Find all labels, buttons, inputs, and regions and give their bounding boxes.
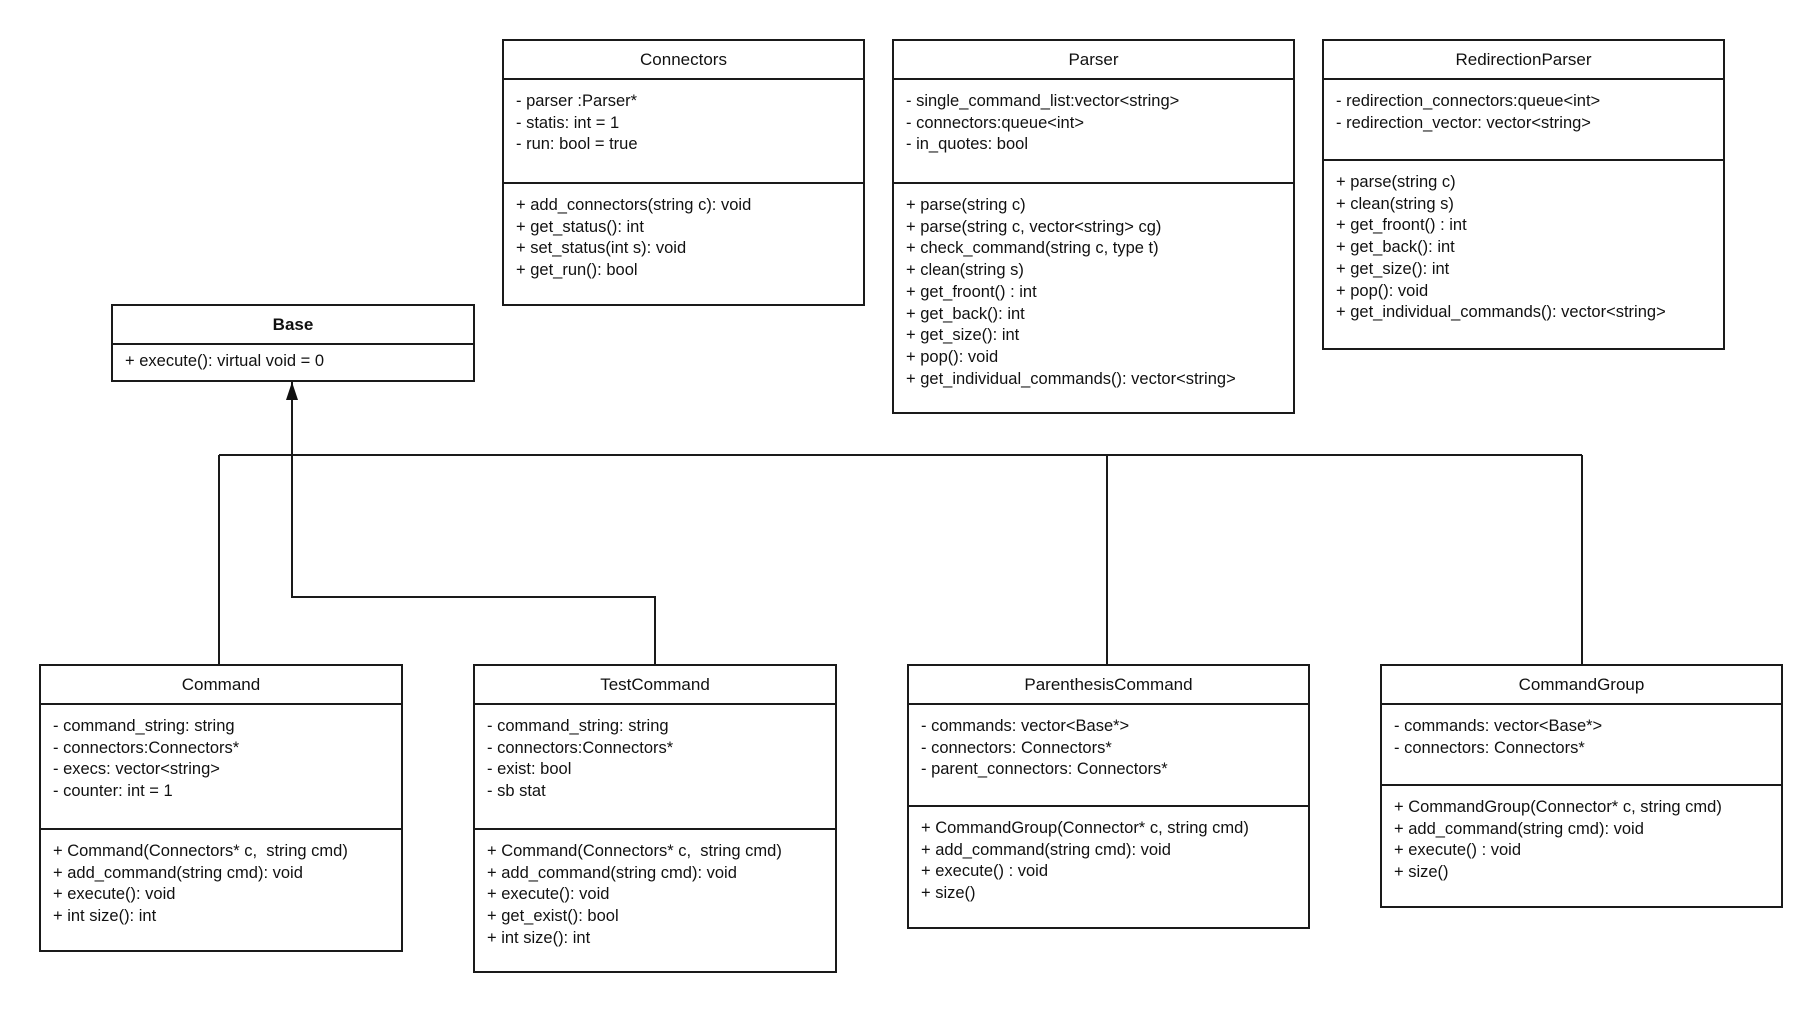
method: + clean(string s) bbox=[906, 261, 1024, 280]
method: + get_run(): bool bbox=[516, 261, 638, 280]
testcommand-inherit-line bbox=[291, 382, 656, 664]
method: + int size(): int bbox=[53, 907, 157, 926]
method: + parse(string c) bbox=[906, 196, 1026, 214]
method: + get_size(): int bbox=[1336, 259, 1450, 278]
method: + Command(Connectors* c, string cmd) bbox=[487, 842, 782, 860]
method: + get_froont() : int bbox=[1336, 216, 1467, 235]
attribute: - connectors:Connectors* bbox=[53, 738, 240, 757]
attributes-section: - parser :Parser* - statis: int = 1 - ru… bbox=[504, 80, 863, 184]
method: + add_connectors(string c): void bbox=[516, 196, 752, 214]
class-name: CommandGroup bbox=[1382, 666, 1781, 705]
attribute: - command_string: string bbox=[487, 717, 669, 735]
method: + int size(): int bbox=[487, 928, 591, 947]
method: + get_froont() : int bbox=[906, 282, 1037, 301]
method: + pop(): void bbox=[906, 347, 999, 366]
class-parenthesis-command: ParenthesisCommand - commands: vector<Ba… bbox=[907, 664, 1310, 929]
method: + CommandGroup(Connector* c, string cmd) bbox=[1394, 798, 1722, 816]
class-name: Connectors bbox=[504, 41, 863, 80]
method: + get_exist(): bool bbox=[487, 907, 619, 926]
methods-section: + CommandGroup(Connector* c, string cmd)… bbox=[1382, 786, 1781, 884]
class-command: Command - command_string: string - conne… bbox=[39, 664, 403, 952]
method: + get_size(): int bbox=[906, 326, 1020, 345]
base-generalization-arrowhead bbox=[286, 382, 298, 400]
attributes-section: - command_string: string - connectors:Co… bbox=[41, 705, 401, 830]
attributes-section: - single_command_list:vector<string> - c… bbox=[894, 80, 1293, 184]
method: + get_individual_commands(): vector<stri… bbox=[1336, 303, 1666, 322]
method: + add_command(string cmd): void bbox=[921, 840, 1171, 859]
method: + add_command(string cmd): void bbox=[1394, 819, 1644, 838]
attribute: - command_string: string bbox=[53, 717, 235, 735]
attribute: - in_quotes: bool bbox=[906, 135, 1029, 154]
method: + parse(string c, vector<string> cg) bbox=[906, 217, 1162, 236]
attribute: - execs: vector<string> bbox=[53, 760, 220, 779]
methods-section: + CommandGroup(Connector* c, string cmd)… bbox=[909, 807, 1308, 905]
attribute: - connectors:Connectors* bbox=[487, 738, 674, 757]
class-base: Base + execute(): virtual void = 0 bbox=[111, 304, 475, 382]
methods-section: + add_connectors(string c): void + get_s… bbox=[504, 184, 863, 282]
attribute: - run: bool = true bbox=[516, 135, 638, 154]
attribute: - statis: int = 1 bbox=[516, 113, 620, 132]
class-connectors: Connectors - parser :Parser* - statis: i… bbox=[502, 39, 865, 306]
method: + get_back(): int bbox=[906, 304, 1025, 323]
class-name: ParenthesisCommand bbox=[909, 666, 1308, 705]
attribute: - parser :Parser* bbox=[516, 92, 638, 110]
method: + set_status(int s): void bbox=[516, 239, 687, 258]
class-name: TestCommand bbox=[475, 666, 835, 705]
attribute: - connectors:queue<int> bbox=[906, 113, 1084, 132]
methods-section: + Command(Connectors* c, string cmd) + a… bbox=[41, 830, 401, 928]
class-parser: Parser - single_command_list:vector<stri… bbox=[892, 39, 1295, 414]
attributes-section: - commands: vector<Base*> - connectors: … bbox=[909, 705, 1308, 807]
attribute: - sb stat bbox=[487, 782, 546, 801]
method: + get_individual_commands(): vector<stri… bbox=[906, 369, 1236, 388]
method: + execute() : void bbox=[921, 862, 1049, 881]
method: + get_back(): int bbox=[1336, 238, 1455, 257]
attribute: - redirection_vector: vector<string> bbox=[1336, 113, 1591, 132]
attribute: - commands: vector<Base*> bbox=[1394, 717, 1603, 735]
attribute: - counter: int = 1 bbox=[53, 782, 173, 801]
class-test-command: TestCommand - command_string: string - c… bbox=[473, 664, 837, 973]
method: + pop(): void bbox=[1336, 281, 1429, 300]
class-name: Base bbox=[113, 306, 473, 345]
attribute: - exist: bool bbox=[487, 760, 572, 779]
method: + execute() : void bbox=[1394, 841, 1522, 860]
attributes-section: - commands: vector<Base*> - connectors: … bbox=[1382, 705, 1781, 786]
method: + check_command(string c, type t) bbox=[906, 239, 1159, 258]
methods-section: + parse(string c) + clean(string s) + ge… bbox=[1324, 161, 1723, 324]
method: + parse(string c) bbox=[1336, 173, 1456, 191]
class-name: RedirectionParser bbox=[1324, 41, 1723, 80]
methods-section: + parse(string c) + parse(string c, vect… bbox=[894, 184, 1293, 390]
attributes-section: - command_string: string - connectors:Co… bbox=[475, 705, 835, 830]
methods-section: + Command(Connectors* c, string cmd) + a… bbox=[475, 830, 835, 950]
class-redirection-parser: RedirectionParser - redirection_connecto… bbox=[1322, 39, 1725, 350]
attribute: - single_command_list:vector<string> bbox=[906, 92, 1180, 110]
method: + get_status(): int bbox=[516, 217, 644, 236]
attribute: - connectors: Connectors* bbox=[921, 738, 1112, 757]
method: + size() bbox=[921, 884, 976, 903]
class-name: Parser bbox=[894, 41, 1293, 80]
method: + add_command(string cmd): void bbox=[53, 863, 303, 882]
class-command-group: CommandGroup - commands: vector<Base*> -… bbox=[1380, 664, 1783, 908]
method: + add_command(string cmd): void bbox=[487, 863, 737, 882]
attribute: - parent_connectors: Connectors* bbox=[921, 760, 1168, 779]
attribute: - connectors: Connectors* bbox=[1394, 738, 1585, 757]
class-name: Command bbox=[41, 666, 401, 705]
attribute: - redirection_connectors:queue<int> bbox=[1336, 92, 1601, 110]
method: + execute(): void bbox=[53, 885, 176, 904]
attributes-section: - redirection_connectors:queue<int> - re… bbox=[1324, 80, 1723, 161]
method: + clean(string s) bbox=[1336, 194, 1454, 213]
method: + size() bbox=[1394, 863, 1449, 882]
attribute: - commands: vector<Base*> bbox=[921, 717, 1130, 735]
method: + Command(Connectors* c, string cmd) bbox=[53, 842, 348, 860]
methods-section: + execute(): virtual void = 0 bbox=[113, 345, 473, 373]
method: + execute(): virtual void = 0 bbox=[125, 352, 325, 370]
method: + execute(): void bbox=[487, 885, 610, 904]
method: + CommandGroup(Connector* c, string cmd) bbox=[921, 819, 1249, 837]
